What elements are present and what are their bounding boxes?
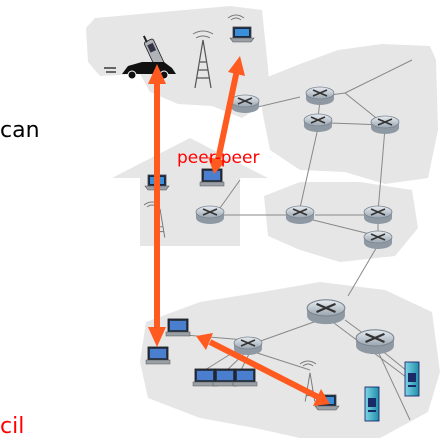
router-icon xyxy=(355,328,395,356)
router-icon xyxy=(363,205,393,225)
router-icon xyxy=(285,205,315,225)
home-network-house xyxy=(112,138,268,246)
cell-tower-icon xyxy=(192,30,214,89)
desktop-icon xyxy=(145,346,171,365)
peer-arrows xyxy=(148,56,330,406)
arrow-desktop-to-laptop xyxy=(196,333,330,406)
router-icon xyxy=(195,205,225,225)
router-icon xyxy=(363,230,393,250)
desktop-icon xyxy=(199,168,225,187)
partial-text-cil: cil xyxy=(0,414,25,439)
arrow-laptop-to-home xyxy=(208,56,245,174)
institutional-network-cloud xyxy=(140,282,440,438)
wifi-icon xyxy=(299,360,317,367)
router-icon xyxy=(233,336,263,356)
peer-peer-label: peer-peer xyxy=(177,148,260,168)
server-icon xyxy=(364,386,380,422)
server-icon xyxy=(404,361,420,397)
router-icon xyxy=(303,113,333,133)
partial-text-can: can xyxy=(0,118,40,143)
router-icon xyxy=(305,86,335,106)
desktop-icon xyxy=(165,318,191,337)
mobile-network-cloud xyxy=(86,6,270,118)
router-icon xyxy=(230,94,260,114)
laptop-icon xyxy=(229,26,255,43)
desktop-icon xyxy=(232,368,258,387)
arrow-phone-to-institution xyxy=(148,64,166,347)
cellphone-icon xyxy=(142,35,166,70)
router-icon xyxy=(306,298,346,326)
router-icon xyxy=(370,115,400,135)
wifi-icon xyxy=(227,14,245,21)
global-isp-cloud xyxy=(262,44,438,184)
regional-isp-cloud xyxy=(264,182,418,262)
